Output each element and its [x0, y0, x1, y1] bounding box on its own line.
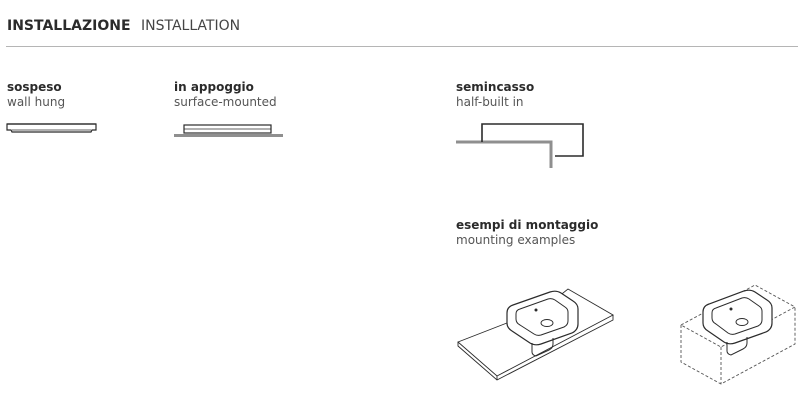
label-english: half-built in: [456, 95, 524, 109]
label-english: surface-mounted: [174, 95, 277, 109]
label-english: mounting examples: [456, 233, 576, 247]
countertop-example-illustration: [457, 288, 614, 381]
installation-surface-mounted: in appoggio surface-mounted: [174, 80, 277, 110]
label-italian: sospeso: [7, 80, 62, 94]
label-italian: esempi di montaggio: [456, 218, 599, 232]
installation-half-built-in: semincasso half-built in: [456, 80, 534, 110]
mounting-examples-heading: esempi di montaggio mounting examples: [456, 218, 598, 248]
surface-mounted-basin-diagram: [174, 124, 283, 137]
cabinet-example-illustration: [680, 284, 796, 385]
title-italian: INSTALLAZIONE: [7, 18, 131, 34]
wall-hung-basin-diagram: [6, 123, 97, 133]
label-italian: in appoggio: [174, 80, 254, 94]
section-title: INSTALLAZIONE INSTALLATION: [7, 18, 240, 34]
half-built-in-basin-diagram: [456, 123, 584, 168]
header-divider: [6, 46, 798, 47]
title-english: INSTALLATION: [140, 18, 241, 34]
label-italian: semincasso: [456, 80, 535, 94]
installation-wall-hung: sospeso wall hung: [7, 80, 65, 110]
label-english: wall hung: [7, 95, 66, 109]
